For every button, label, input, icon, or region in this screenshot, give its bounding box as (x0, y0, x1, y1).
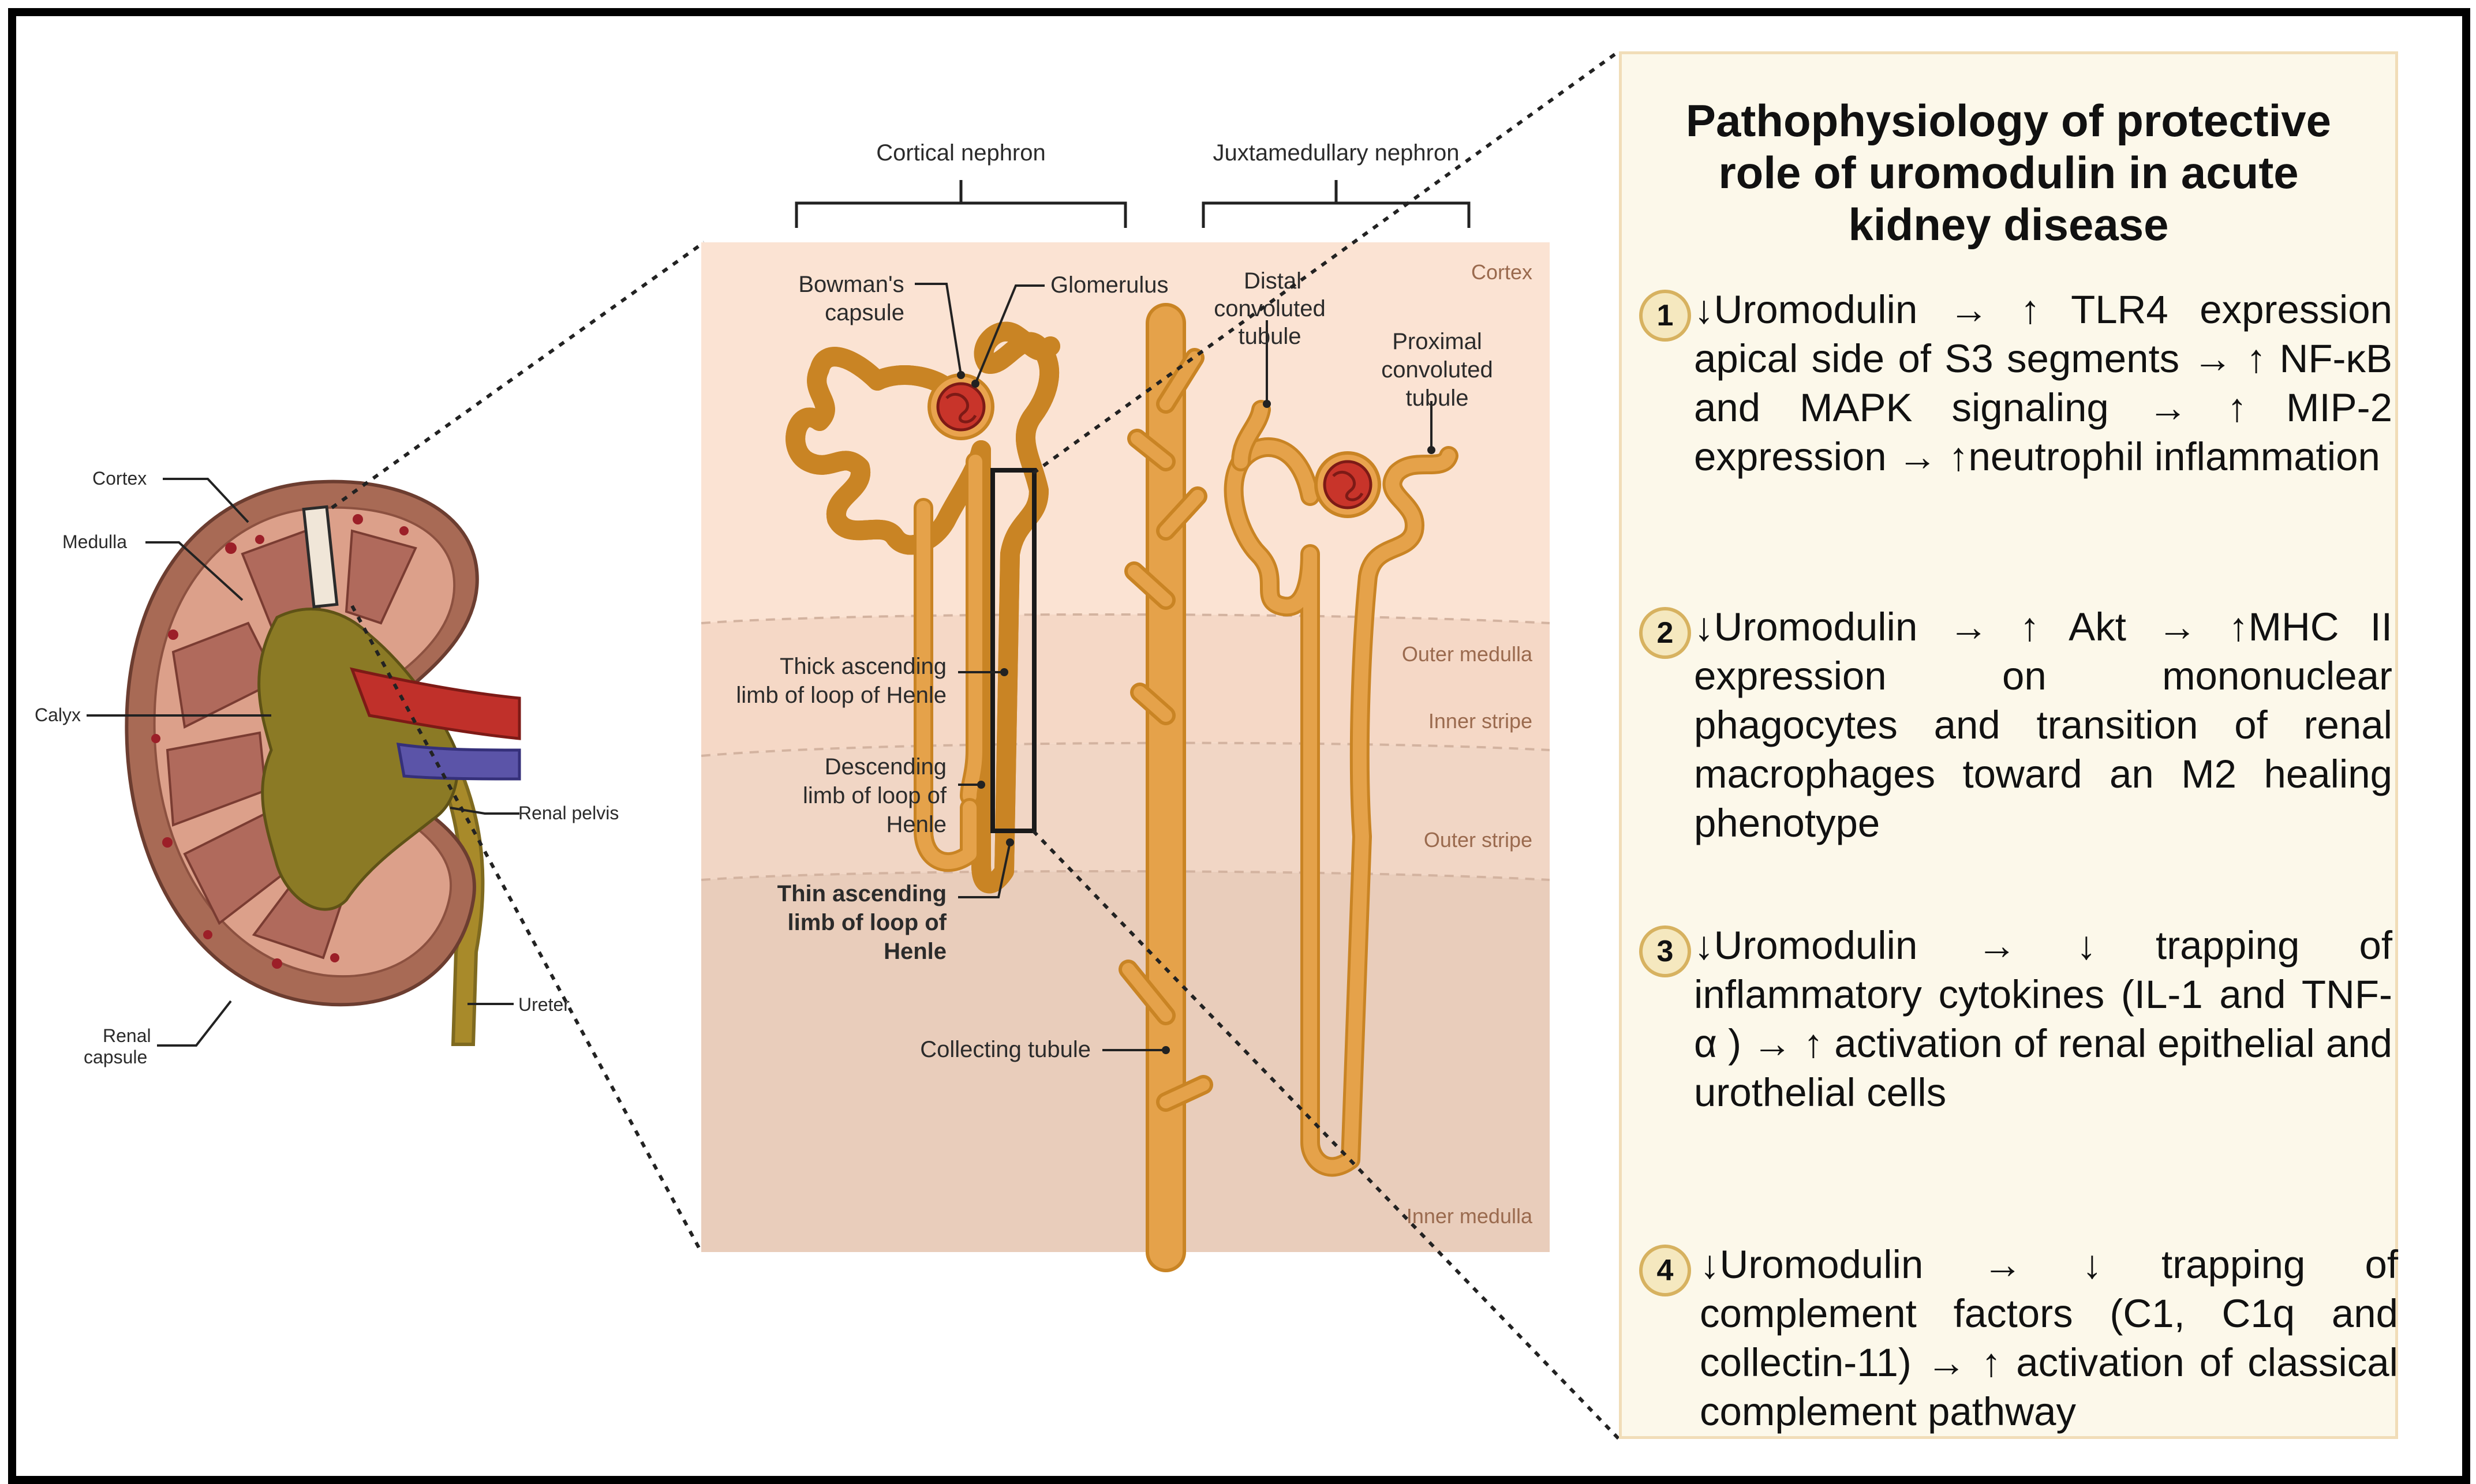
label-descending-2: limb of loop of (803, 783, 947, 808)
label-descending-3: Henle (886, 812, 947, 837)
highlight-box (990, 468, 1037, 833)
label-bowmans-capsule-2: capsule (825, 300, 904, 325)
label-glomerulus: Glomerulus (1050, 272, 1169, 298)
zoom-lines-panel (1031, 50, 1621, 1441)
zone-label-cortex: Cortex (1471, 260, 1532, 284)
zone-inner-stripe-bg (701, 614, 1550, 756)
zone-label-outer-medulla: Outer medulla (1402, 642, 1533, 666)
label-thick-ascending-2: limb of loop of Henle (736, 683, 947, 708)
kidney-label-renal-capsule-2: capsule (84, 1047, 147, 1067)
step-1-text: ↓Uromodulin → ↑ TLR4 expression apical s… (1694, 287, 2392, 479)
label-collecting-tubule: Collecting tubule (920, 1037, 1091, 1062)
glomerulus-juxtamedullary (1314, 451, 1381, 518)
glomerulus-cortical (927, 373, 994, 440)
step-1-number: 1 (1639, 290, 1691, 342)
step-2-number: 2 (1639, 607, 1691, 659)
kidney-label-calyx: Calyx (35, 704, 81, 725)
header-cortical-nephron: Cortical nephron (876, 140, 1046, 166)
header-brackets (795, 180, 1471, 228)
kidney-label-renal-pelvis: Renal pelvis (518, 803, 619, 823)
kidney-label-ureter: Ureter (518, 994, 570, 1015)
pathophysiology-title: Pathophysiology of protective role of ur… (1685, 95, 2332, 250)
nephron-panel: Cortical nephron Juxtamedullary nephron … (701, 140, 1550, 1272)
zone-dividers (701, 613, 1550, 881)
kidney-label-cortex: Cortex (92, 468, 147, 489)
header-juxtamedullary-nephron: Juxtamedullary nephron (1213, 140, 1460, 166)
cortical-vessels (151, 514, 409, 969)
kidney-illustration: Cortex Medulla Calyx Renal pelvis Renal … (35, 468, 619, 1067)
label-bowmans-capsule-1: Bowman's (798, 272, 904, 297)
step-3-number: 3 (1639, 925, 1691, 977)
label-distal-3: tubule (1239, 324, 1301, 349)
collecting-tubule (1119, 303, 1213, 1272)
cortical-nephron-tubule (795, 332, 1060, 884)
zone-outer-stripe-bg (701, 743, 1550, 880)
zoom-lines-kidney (331, 241, 705, 1253)
zone-label-inner-stripe: Inner stripe (1428, 709, 1532, 733)
kidney-label-renal-capsule-1: Renal (103, 1025, 151, 1046)
juxtamedullary-nephron-tubule (1224, 400, 1458, 1177)
kidney-label-medulla: Medulla (62, 531, 127, 552)
label-thin-ascending-1: Thin ascending (777, 881, 947, 906)
label-proximal-3: tubule (1406, 385, 1469, 411)
label-thin-ascending-3: Henle (884, 939, 947, 964)
label-distal-1: Distal (1244, 268, 1301, 294)
label-thin-ascending-2: limb of loop of (788, 910, 947, 935)
kidney-sample-box (302, 505, 339, 609)
label-proximal-2: convoluted (1381, 357, 1493, 383)
pathophysiology-panel: Pathophysiology of protective role of ur… (1619, 51, 2398, 1439)
renal-vein (396, 743, 521, 781)
zone-label-inner-medulla: Inner medulla (1407, 1204, 1533, 1228)
nephron-leader-dots (957, 371, 1435, 1054)
zone-cortex-bg (701, 242, 1550, 623)
step-4-number: 4 (1639, 1245, 1691, 1296)
label-descending-1: Descending (825, 754, 947, 780)
label-distal-2: convoluted (1214, 296, 1325, 321)
step-4-text: ↓Uromodulin → ↓ trapping of complement f… (1700, 1242, 2398, 1434)
label-proximal-1: Proximal (1392, 329, 1482, 354)
step-2-text: ↓Uromodulin → ↑ Akt → ↑MHC II expression… (1694, 605, 2392, 845)
label-thick-ascending-1: Thick ascending (780, 654, 947, 679)
nephron-leader-lines (915, 283, 1433, 1051)
step-3-text: ↓Uromodulin → ↓ trapping of inflammatory… (1694, 923, 2392, 1115)
zone-label-outer-stripe: Outer stripe (1424, 828, 1532, 852)
